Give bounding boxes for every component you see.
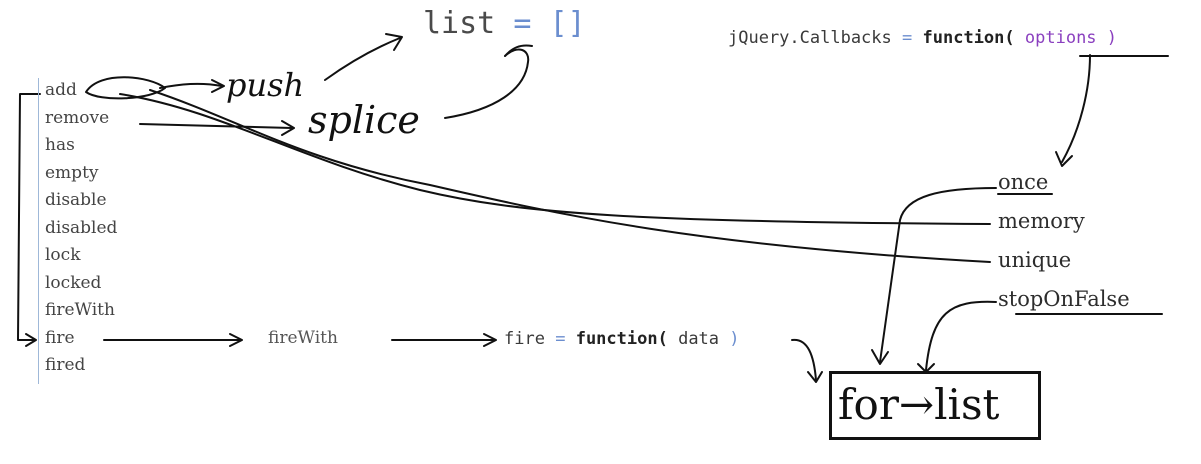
list-empty-array: []: [549, 6, 586, 41]
callbacks-param: options: [1024, 28, 1097, 48]
callbacks-prefix: jQuery.Callbacks: [728, 28, 892, 48]
fire-fn-keyword: function(: [575, 329, 668, 349]
add-to-unique-stroke: [149, 89, 991, 263]
stoponfalse-to-box-stroke: [925, 300, 997, 371]
method-empty: empty: [45, 163, 99, 183]
fire-fn-name: fire: [504, 329, 545, 349]
add-to-fire-stroke: [17, 93, 41, 341]
method-list: add remove has empty disable disabled lo…: [38, 78, 159, 384]
method-fired: fired: [45, 355, 86, 375]
method-disabled: disabled: [45, 218, 118, 238]
callbacks-equals: =: [902, 28, 913, 48]
remove-to-splice-arrow: [139, 123, 293, 129]
list-equals: =: [513, 6, 532, 41]
callbacks-function-keyword: function(: [922, 28, 1015, 48]
method-has: has: [45, 135, 75, 155]
method-firewith: fireWith: [45, 300, 115, 320]
fire-fn-close: ): [729, 329, 740, 349]
add-to-memory-stroke: [119, 93, 991, 225]
firefn-to-box-arrow: [791, 338, 817, 381]
option-unique: unique: [998, 248, 1072, 272]
push-handwriting: push: [226, 66, 305, 104]
list-declaration: list = []: [423, 6, 586, 41]
splice-handwriting: splice: [308, 98, 420, 142]
fire-function-declaration: fire = function( data ): [504, 329, 740, 349]
method-fire: fire: [45, 328, 75, 348]
once-to-box-stroke: [879, 187, 997, 363]
method-disable: disable: [45, 190, 107, 210]
option-memory: memory: [998, 209, 1085, 233]
add-to-push-arrow: [159, 82, 223, 89]
option-stoponfalse: stopOnFalse: [998, 287, 1130, 311]
method-locked: locked: [45, 273, 102, 293]
flow-firewith: fireWith: [268, 328, 338, 348]
options-to-once-arrow: [1061, 54, 1091, 163]
callbacks-declaration: jQuery.Callbacks = function( options ): [728, 28, 1117, 48]
method-add: add: [45, 80, 77, 100]
list-name: list: [423, 6, 496, 41]
option-once: once: [998, 170, 1049, 194]
method-lock: lock: [45, 245, 81, 265]
splice-to-list-arrow: [444, 48, 530, 119]
for-list-box: for→list: [829, 371, 1041, 440]
callbacks-close: ): [1106, 28, 1118, 48]
fire-fn-param: data: [678, 329, 720, 349]
for-list-handwriting: for→list: [838, 380, 1000, 429]
push-to-list-arrow: [324, 37, 401, 81]
method-remove: remove: [45, 108, 110, 128]
fire-fn-equals: =: [555, 329, 566, 349]
